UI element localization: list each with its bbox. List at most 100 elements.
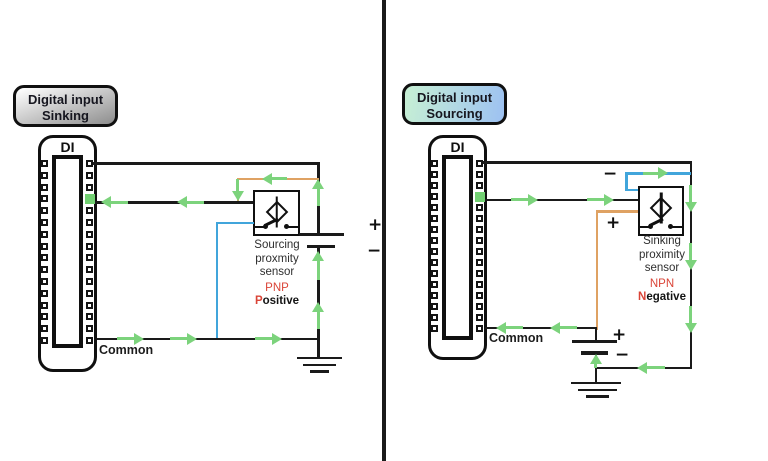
flow-arrow-head [312,251,325,261]
terminal-pin [41,289,48,297]
wire-segment [483,161,692,164]
terminal-pin [41,207,48,215]
terminal-pin [476,259,483,266]
digital-input-sourcing-badge: Digital input Sourcing [402,83,507,125]
terminal-pin [476,248,483,255]
terminal-pin [476,281,483,288]
common-label-right: Common [489,331,544,345]
flow-arrow-head [262,172,272,185]
flow-arrow-head [312,179,325,189]
terminal-pin [86,207,93,215]
flow-arrow-head [231,191,244,201]
wire-segment [310,370,329,373]
flow-arrow-head [684,323,697,333]
terminal-pin [476,182,483,189]
terminal-pin [86,183,93,191]
wire-segment [382,0,386,461]
sensor-caption-line: sensor [259,266,295,278]
flow-arrow-tail [110,200,128,204]
terminal-pin [86,254,93,262]
flow-arrow-head [312,302,325,312]
sinking-proximity-sensor-box [638,186,684,236]
flow-arrow-tail [505,326,523,330]
wire-segment [307,244,335,248]
wire-segment [299,233,344,236]
terminal-pin [86,160,93,167]
switch-lead-left [255,225,264,228]
terminal-pin [41,171,48,179]
blue-wire-segment [625,172,628,189]
badge-left-line2: Sinking [42,108,89,123]
wire-segment [594,368,597,383]
orange-wire-segment [595,210,598,330]
blue-wire-segment [215,221,218,340]
sensor-type-pnp: PNP [265,281,289,294]
wire-segment [594,327,597,341]
flow-arrow-head [101,196,111,209]
sensor-caption-line: sensor [644,262,680,274]
terminal-pin [41,266,48,274]
flow-arrow-head [550,321,560,334]
sensor-caption-line: proximity [638,248,685,261]
wire-segment [572,340,617,343]
flow-arrow-tail [271,177,287,181]
flow-arrow-head [684,202,697,212]
wire-segment [317,338,320,358]
sensor-caption-right: Sinking proximity sensor NPN Negative [620,235,704,305]
terminal-pin [86,301,93,309]
flow-arrow-head [134,332,144,345]
wire-segment [297,356,342,359]
terminal-pin [476,226,483,233]
terminal-pin [476,160,483,167]
terminal-pin [41,242,48,250]
battery-minus-sign-right: − [615,345,630,365]
flow-arrow-tail [689,185,693,203]
flow-arrow-head [589,354,602,364]
common-label-left: Common [99,343,154,357]
proximity-sensor-icon-line [275,196,278,228]
active-terminal-pin [84,193,95,204]
di-connector-slot-left [51,154,83,348]
terminal-pin [86,219,93,226]
flow-arrow-tail [511,198,529,202]
terminal-pin [86,278,93,285]
terminal-pin [431,314,438,321]
wire-segment [97,337,319,340]
flow-arrow-tail [587,198,605,202]
flow-arrow-head [528,193,538,206]
terminal-pin [476,215,483,222]
terminal-pin [431,259,438,266]
terminal-pin [431,303,438,310]
supply-minus-sign-right: − [603,164,618,184]
badge-right-line1: Digital input [416,90,493,105]
active-terminal-pin [474,191,485,202]
badge-right-line2: Sourcing [426,106,483,121]
flow-arrow-tail [117,337,135,341]
switch-contact-dot [668,224,673,229]
terminal-pin [86,313,93,321]
terminal-pin [431,182,438,189]
di-label-right: DI [450,139,465,155]
switch-contact-dot [648,224,653,229]
flow-arrow-head [684,260,697,270]
battery-minus-sign-left: − [367,241,382,261]
switch-contact-dot [284,224,289,229]
terminal-pin [431,204,438,211]
terminal-pin [86,325,93,333]
terminal-pin [41,313,48,321]
terminal-pin [431,171,438,178]
wire-segment [485,326,597,329]
terminal-pin [431,292,438,299]
terminal-pin [41,301,48,309]
flow-arrow-tail [170,337,188,341]
terminal-pin [86,337,93,344]
badge-left-line1: Digital input [27,92,104,107]
flow-arrow-head [187,332,197,345]
flow-arrow-tail [643,171,659,175]
sensor-polarity-positive: Positive [254,295,300,307]
terminal-pin [431,193,438,200]
wire-segment [303,363,336,366]
terminal-pin [41,160,48,167]
terminal-pin [476,303,483,310]
switch-lead-right [288,225,298,228]
